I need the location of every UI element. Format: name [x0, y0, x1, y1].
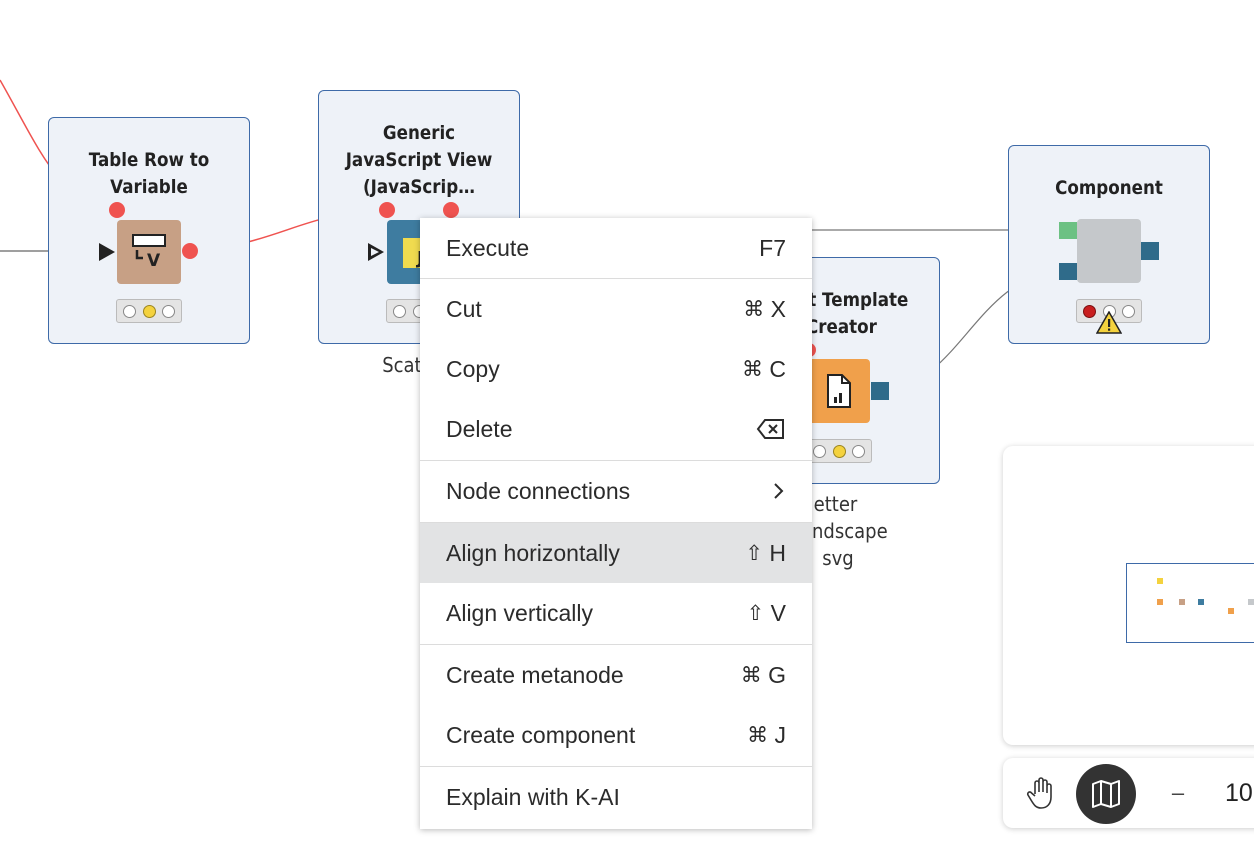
- svg-text:J: J: [415, 248, 424, 269]
- shortcut-label: ⇧ V: [746, 599, 786, 626]
- menu-item-label: Align vertically: [446, 599, 593, 626]
- warning-icon: [1096, 311, 1122, 334]
- zoom-level[interactable]: 10: [1225, 778, 1253, 807]
- shift-key-icon: ⇧: [745, 541, 763, 565]
- menu-divider: [420, 460, 812, 461]
- node-status-indicator: [116, 299, 182, 323]
- shortcut-label: ⌘ C: [741, 355, 786, 382]
- menu-divider: [420, 278, 812, 279]
- output-flow-variable-port[interactable]: [182, 243, 198, 259]
- input-data-port[interactable]: [99, 243, 115, 261]
- minimap-toggle-button[interactable]: [1076, 764, 1136, 824]
- menu-divider: [420, 644, 812, 645]
- report-document-icon[interactable]: [806, 359, 870, 423]
- output-data-port[interactable]: [871, 382, 889, 400]
- shortcut-label: ⇧ H: [745, 539, 786, 566]
- menu-item-cut[interactable]: Cut ⌘ X: [420, 279, 812, 339]
- node-title: (JavaScrip…: [363, 176, 475, 198]
- output-data-port[interactable]: [1141, 242, 1159, 260]
- shortcut-label: F7: [759, 234, 786, 261]
- command-key-icon: ⌘: [743, 297, 765, 321]
- minimap-node: [1179, 599, 1185, 605]
- menu-item-copy[interactable]: Copy ⌘ C: [420, 339, 812, 399]
- menu-divider: [420, 522, 812, 523]
- menu-item-label: Explain with K-AI: [446, 783, 620, 810]
- menu-item-node-connections[interactable]: Node connections: [420, 461, 812, 521]
- zoom-out-button[interactable]: –: [1171, 780, 1185, 805]
- menu-item-delete[interactable]: Delete: [420, 399, 812, 459]
- menu-item-execute[interactable]: Execute F7: [420, 218, 812, 278]
- menu-item-create-component[interactable]: Create component ⌘ J: [420, 705, 812, 765]
- command-key-icon: ⌘: [740, 663, 762, 687]
- input-data-port-inner: [371, 248, 379, 256]
- menu-divider: [420, 766, 812, 767]
- node-title: Component: [1055, 177, 1163, 199]
- menu-item-label: Execute: [446, 234, 530, 261]
- shortcut-label: ⌘ X: [743, 295, 786, 322]
- context-menu: Execute F7 Cut ⌘ X Copy ⌘ C Delete Node …: [420, 218, 812, 829]
- map-icon: [1092, 780, 1120, 808]
- table-row-to-variable-icon[interactable]: V: [117, 220, 181, 284]
- minimap[interactable]: [1003, 446, 1254, 745]
- hand-icon: [1026, 777, 1052, 809]
- svg-text:V: V: [147, 251, 161, 271]
- input-data-port[interactable]: [1059, 263, 1077, 280]
- node-title: Generic: [382, 122, 456, 144]
- minimap-node: [1228, 608, 1234, 614]
- minimap-node: [1157, 578, 1163, 584]
- node-label[interactable]: svg: [822, 546, 854, 570]
- menu-item-create-metanode[interactable]: Create metanode ⌘ G: [420, 645, 812, 705]
- menu-item-label: Create component: [446, 721, 636, 748]
- component-icon[interactable]: [1077, 219, 1141, 283]
- minimap-node: [1198, 599, 1204, 605]
- backspace-icon: [756, 419, 784, 439]
- menu-item-label: Node connections: [446, 477, 631, 504]
- flow-variable-port[interactable]: [109, 202, 125, 218]
- node-title: Variable: [110, 176, 188, 198]
- menu-item-align-vertically[interactable]: Align vertically ⇧ V: [420, 583, 812, 643]
- menu-item-label: Cut: [446, 295, 482, 322]
- menu-item-explain-with-k-ai[interactable]: Explain with K-AI: [420, 767, 812, 827]
- node-label[interactable]: ndscape: [812, 519, 888, 543]
- menu-item-label: Create metanode: [446, 661, 624, 688]
- node-label[interactable]: Scat: [382, 353, 422, 377]
- menu-item-label: Delete: [446, 415, 513, 442]
- flow-variable-port[interactable]: [443, 202, 459, 218]
- pan-tool-button[interactable]: [1023, 775, 1059, 811]
- menu-item-align-horizontally[interactable]: Align horizontally ⇧ H: [420, 523, 812, 583]
- shortcut-label: ⌘ J: [747, 721, 786, 748]
- node-label[interactable]: letter: [808, 492, 858, 516]
- chevron-right-icon: [774, 483, 784, 499]
- command-key-icon: ⌘: [741, 357, 763, 381]
- flow-variable-port[interactable]: [379, 202, 395, 218]
- node-title: rt Template: [800, 289, 909, 311]
- menu-item-label: Align horizontally: [446, 539, 620, 566]
- menu-item-label: Copy: [446, 355, 500, 382]
- node-status-indicator: [806, 439, 872, 463]
- node-title: Creator: [806, 316, 877, 338]
- shortcut-label: ⌘ G: [740, 661, 786, 688]
- minimap-node: [1248, 599, 1254, 605]
- input-port-green[interactable]: [1059, 222, 1077, 239]
- command-key-icon: ⌘: [747, 723, 769, 747]
- minimap-viewport[interactable]: [1126, 563, 1254, 643]
- minimap-node: [1157, 599, 1163, 605]
- node-title: Table Row to: [88, 149, 210, 171]
- canvas-toolbar: – 10: [1003, 758, 1254, 828]
- node-title: JavaScript View: [345, 149, 493, 171]
- shift-key-icon: ⇧: [746, 601, 765, 625]
